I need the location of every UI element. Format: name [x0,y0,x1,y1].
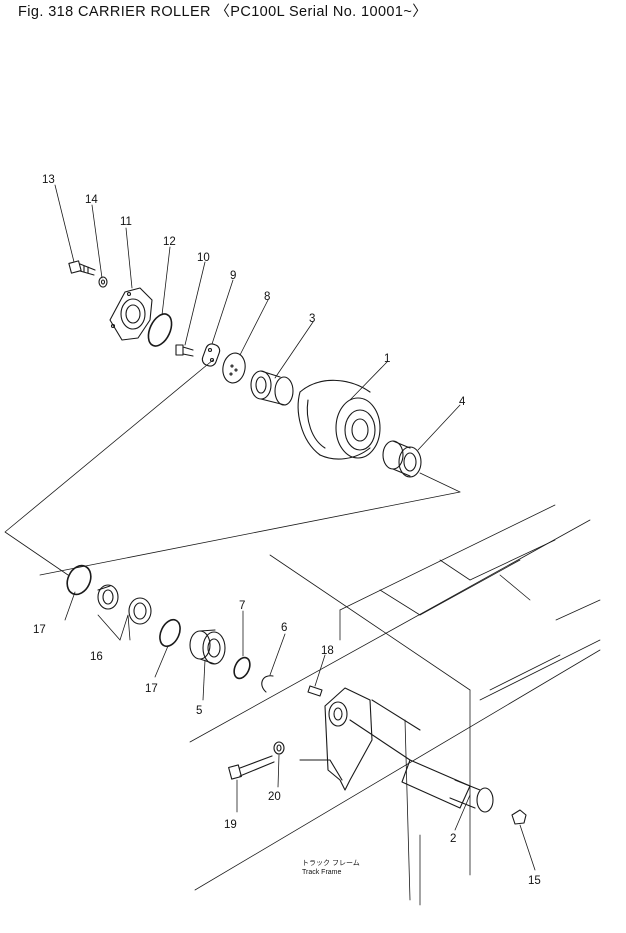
part-17-o-ring-left [66,564,92,596]
label-11: 11 [120,216,132,228]
label-17-left: 17 [33,624,46,636]
part-2-shaft [349,719,494,813]
track-frame [189,504,601,906]
label-4: 4 [459,396,466,408]
label-13: 13 [42,174,55,186]
part-labels: 13 14 11 12 10 9 8 3 1 4 17 16 17 5 7 6 … [33,174,541,887]
leader-lines [54,184,536,871]
label-5: 5 [196,705,202,717]
part-6-snap-ring [261,675,274,693]
label-14: 14 [85,194,98,206]
label-10: 10 [197,252,210,264]
part-4-bushing [382,440,422,478]
label-12: 12 [163,236,176,248]
part-19-bolt [228,755,275,780]
label-1: 1 [384,353,390,365]
frame-caption-en: Track Frame [302,869,342,876]
label-20: 20 [268,791,281,803]
label-6: 6 [281,622,287,634]
part-9-plate [201,343,221,367]
label-2: 2 [450,833,456,845]
figure-title: Fig. 318 CARRIER ROLLER 〈PC100L Serial N… [18,4,428,20]
label-8: 8 [264,291,270,303]
part-5-collar [189,629,226,665]
part-18-pin [307,685,323,697]
part-12-o-ring [147,313,173,347]
part-17-o-ring-right [159,618,181,648]
part-11-cover [109,287,153,341]
label-18: 18 [321,645,334,657]
part-13-bolt [68,260,96,276]
part-20-washer [273,741,285,755]
part-10-bolt [175,344,194,357]
part-3-bushing [250,370,294,406]
part-7-o-ring [233,656,251,680]
label-7: 7 [239,600,245,612]
part-16-floating-seal [97,584,152,625]
part-15-plug [511,809,527,825]
label-3: 3 [309,313,315,325]
bracket [299,687,421,791]
label-19: 19 [224,819,237,831]
label-15: 15 [528,875,541,887]
label-9: 9 [230,270,236,282]
label-17-right: 17 [145,683,158,695]
part-14-washer [98,276,108,288]
frame-caption-jp: トラック フレーム [302,859,360,867]
part-1-roller [297,379,381,460]
label-16: 16 [90,651,103,663]
part-8-shim [222,352,246,384]
assembly-envelope [4,359,461,576]
